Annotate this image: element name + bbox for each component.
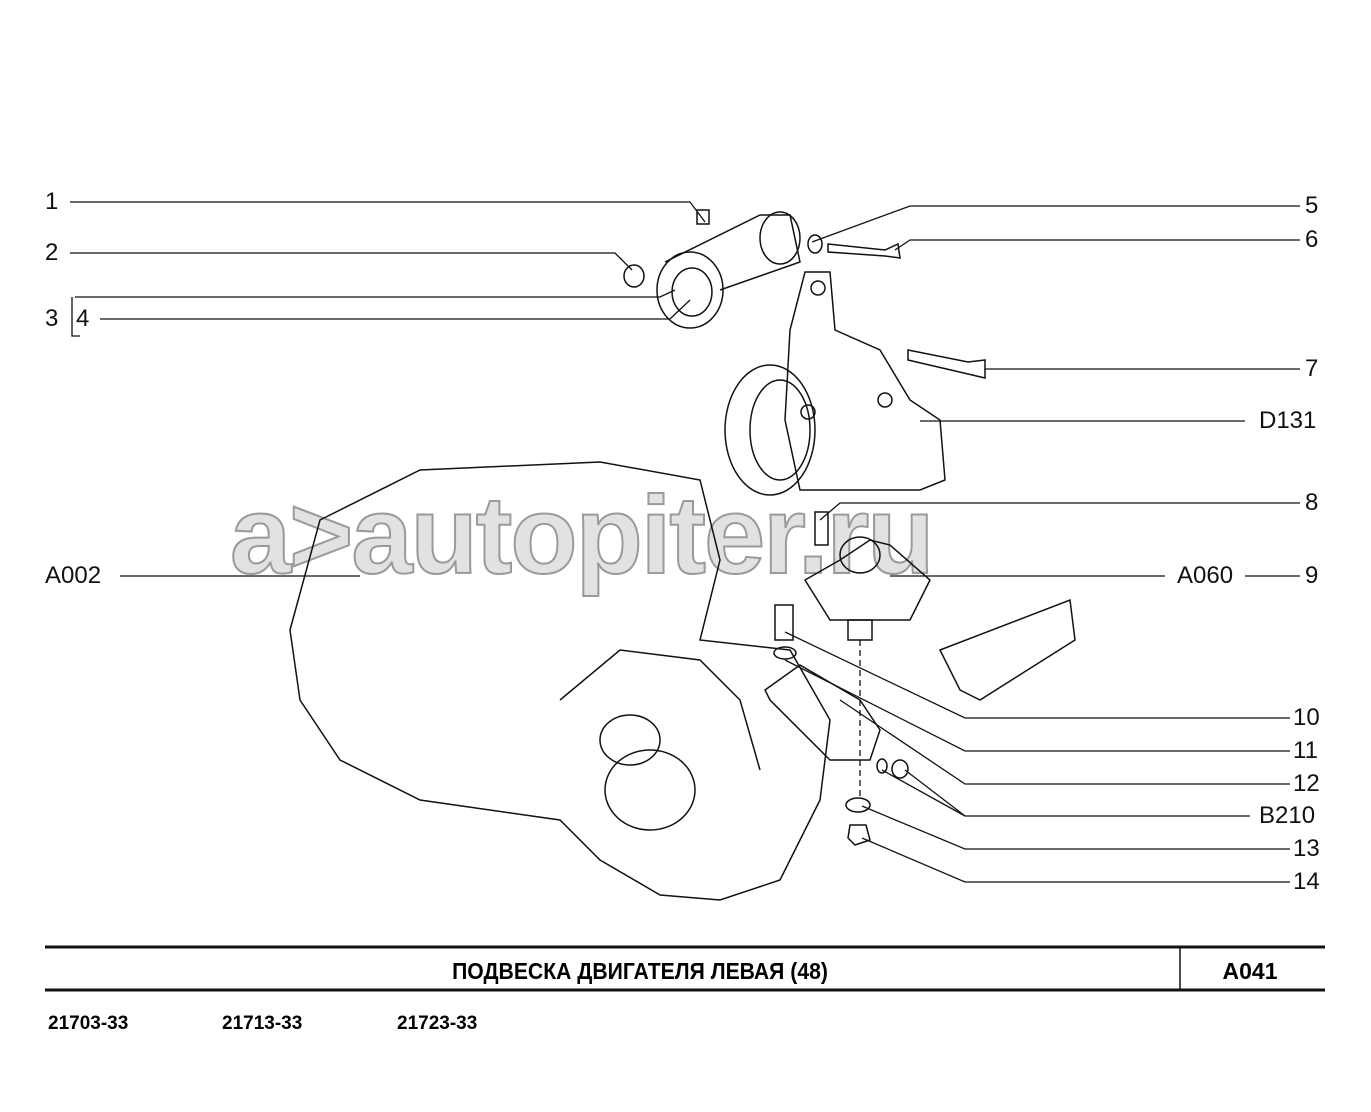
model-code: 21723-33 — [397, 1013, 478, 1034]
callout-1: 1 — [45, 188, 59, 215]
callout-7: 7 — [1305, 355, 1319, 382]
model-code: 21703-33 — [48, 1013, 129, 1034]
callout-2: 2 — [45, 239, 59, 266]
callout-4: 4 — [76, 305, 90, 332]
lower-bracket — [764, 604, 909, 846]
engine-bracket — [724, 271, 946, 496]
leader-lines — [70, 201, 1300, 883]
callout-b210: B210 — [1259, 802, 1316, 829]
callout-13: 13 — [1293, 835, 1320, 862]
callout-a002: A002 — [45, 562, 102, 589]
callout-8: 8 — [1305, 489, 1319, 516]
model-code: 21713-33 — [222, 1013, 303, 1034]
callout-6: 6 — [1305, 226, 1319, 253]
callout-9: 9 — [1305, 562, 1319, 589]
footer-rules — [45, 945, 1325, 992]
callout-5: 5 — [1305, 192, 1319, 219]
callout-10: 10 — [1293, 704, 1320, 731]
callout-d131: D131 — [1259, 407, 1317, 434]
gearbox — [289, 461, 831, 901]
callout-3: 3 — [45, 305, 59, 332]
callout-14: 14 — [1293, 868, 1320, 895]
torque-rod — [623, 209, 986, 379]
callout-11: 11 — [1293, 737, 1318, 764]
watermark: a>autopiter.ru — [229, 473, 935, 598]
diagram-title: ПОДВЕСКА ДВИГАТЕЛЯ ЛЕВАЯ (48) — [452, 958, 828, 984]
callout-12: 12 — [1293, 770, 1320, 797]
callout-a060: A060 — [1177, 562, 1234, 589]
diagram-code: A041 — [1222, 958, 1278, 984]
engine-mount — [803, 511, 1076, 701]
